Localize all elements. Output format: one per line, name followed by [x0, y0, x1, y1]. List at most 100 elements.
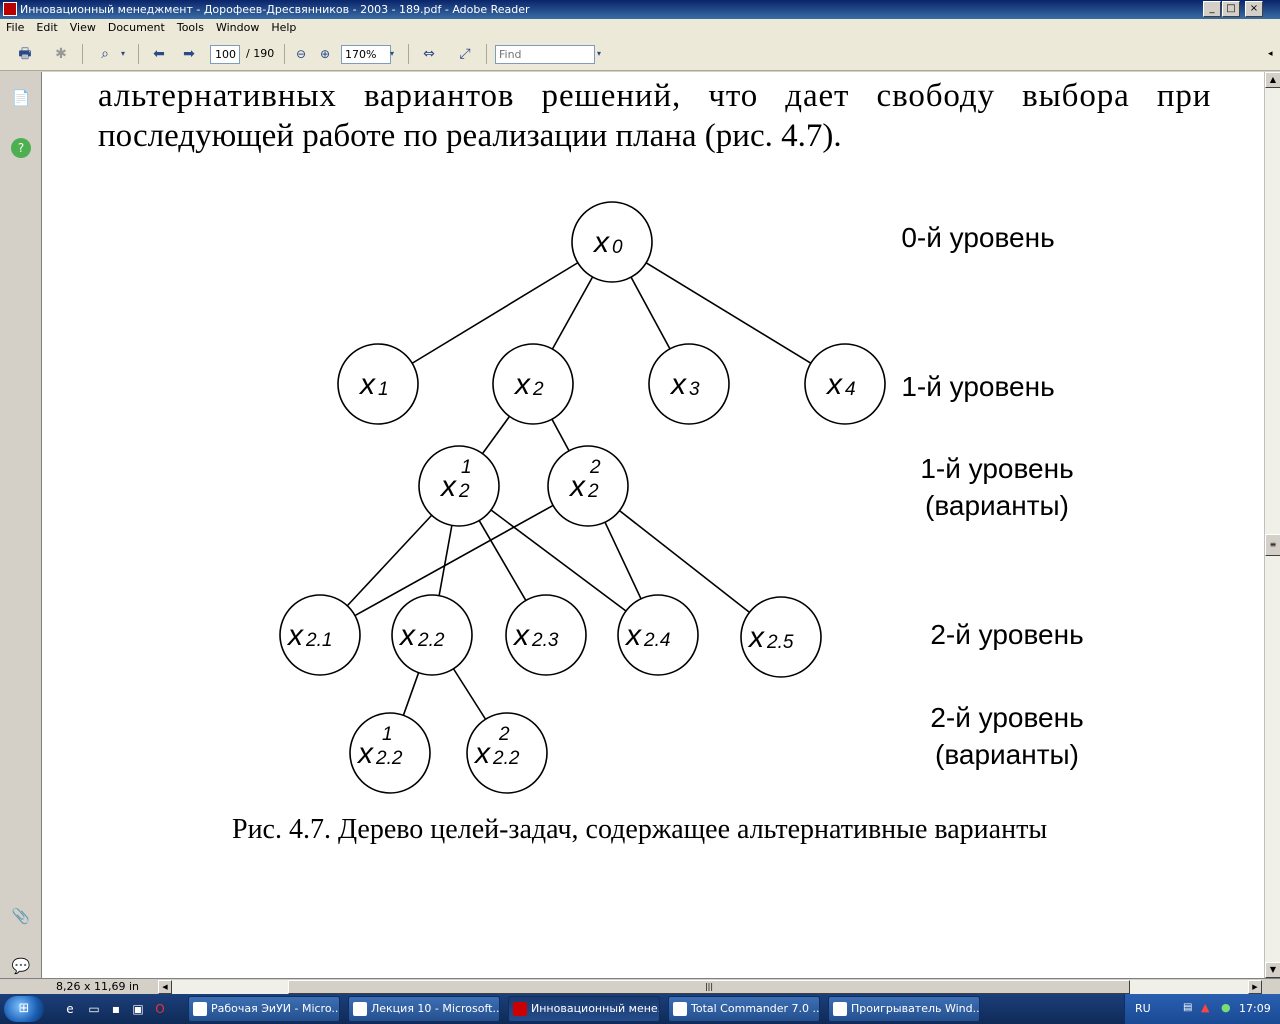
toolbar-separator	[284, 44, 285, 64]
node-subscript: 2	[458, 481, 470, 502]
node-subscript: 2.3	[531, 630, 559, 651]
node-subscript: 1	[378, 379, 389, 400]
level-label: 0-й уровень	[901, 222, 1055, 253]
horizontal-scrollbar[interactable]: ◀ ||| ▶	[158, 980, 1262, 994]
toolbar-separator	[82, 44, 83, 64]
comments-icon[interactable]: 💬	[11, 957, 31, 975]
save-icon[interactable]: ▪	[111, 1002, 121, 1016]
clock: 17:09	[1239, 1002, 1271, 1015]
node-subscript: 2.2	[375, 748, 403, 769]
next-page-icon[interactable]: ➡	[183, 46, 195, 62]
title-bar: Инновационный менеджмент - Дорофеев-Дрес…	[0, 0, 1280, 19]
level-label: 2-й уровень	[930, 619, 1084, 650]
tree-edge-x2v2-x21	[354, 504, 554, 617]
close-button[interactable]: ×	[1245, 1, 1263, 17]
opera-icon[interactable]: O	[155, 1002, 165, 1016]
toolbar-separator	[138, 44, 139, 64]
chevron-down-icon[interactable]: ▾	[389, 49, 394, 58]
settings-icon[interactable]: ✱	[55, 46, 67, 62]
show-desktop-icon[interactable]: ▭	[88, 1002, 100, 1016]
menu-edit[interactable]: Edit	[36, 21, 58, 34]
alert-icon[interactable]: ▲	[1201, 1001, 1210, 1014]
help-icon[interactable]: ?	[11, 138, 31, 158]
node-subscript: 0	[612, 237, 623, 258]
node-subscript: 2	[532, 379, 544, 400]
menu-help[interactable]: Help	[271, 21, 297, 34]
scroll-down-icon[interactable]: ▼	[1265, 962, 1280, 978]
node-circle	[648, 343, 730, 425]
node-subscript: 2.5	[766, 632, 794, 653]
taskbar-item[interactable]: Проигрыватель Wind...	[828, 996, 980, 1022]
menu-tools[interactable]: Tools	[176, 21, 204, 34]
paragraph-line: последующей работе по реализации плана (…	[98, 118, 842, 154]
page-number-input[interactable]: 100	[210, 45, 240, 64]
adobe-reader-app-icon	[3, 2, 17, 16]
scroll-up-icon[interactable]: ▲	[1265, 72, 1280, 88]
start-button[interactable]: ⊞	[4, 996, 44, 1022]
attachment-icon[interactable]: 📎	[11, 907, 31, 925]
system-tray: RU ▤ ▲ ● 17:09	[1124, 994, 1280, 1024]
fit-page-icon[interactable]: ⤢	[459, 46, 471, 62]
menu-view[interactable]: View	[69, 21, 96, 34]
node-superscript: 1	[382, 724, 393, 745]
find-input[interactable]	[495, 45, 595, 64]
chevron-down-icon[interactable]: ▾	[120, 49, 125, 58]
fit-width-icon[interactable]: ⇔	[423, 46, 435, 62]
print-icon[interactable]: 🖶	[18, 46, 32, 62]
zoom-out-icon[interactable]: ⊖	[295, 47, 307, 61]
antivirus-icon[interactable]: ●	[1221, 1001, 1231, 1014]
taskbar: ⊞ e ▭ ▪ ▣ O Рабочая ЭиУИ - Micro... Лекц…	[0, 994, 1280, 1024]
scroll-left-icon[interactable]: ◀	[158, 980, 172, 994]
menu-window[interactable]: Window	[215, 21, 260, 34]
vertical-scrollbar[interactable]: ▲ ≡ ▼	[1264, 72, 1280, 978]
taskbar-item[interactable]: Total Commander 7.0 ...	[668, 996, 820, 1022]
node-label: x	[825, 368, 843, 401]
node-subscript: 2.2	[417, 630, 445, 651]
node-circle	[505, 594, 587, 676]
taskbar-item[interactable]: Рабочая ЭиУИ - Micro...	[188, 996, 340, 1022]
menu-file[interactable]: File	[6, 21, 25, 34]
search-document-icon[interactable]: ⌕	[101, 46, 109, 62]
pdf-icon	[513, 1002, 527, 1016]
tree-edge-x2v1-x23	[478, 520, 527, 601]
network-icon[interactable]: ▤	[1183, 1002, 1193, 1013]
node-label: x	[512, 619, 530, 652]
taskbar-item[interactable]: Лекция 10 - Microsoft...	[348, 996, 500, 1022]
scroll-right-icon[interactable]: ▶	[1248, 980, 1262, 994]
level-label: 1-й уровень	[901, 371, 1055, 402]
internet-explorer-icon[interactable]: e	[66, 1002, 74, 1016]
zoom-in-icon[interactable]: ⊕	[319, 47, 331, 61]
maximize-button[interactable]: □	[1222, 1, 1240, 17]
tree-edge-x0-x3	[630, 276, 671, 350]
node-label: x	[592, 226, 610, 259]
zoom-level-select[interactable]: 170%	[341, 45, 391, 64]
minimize-button[interactable]: _	[1203, 1, 1221, 17]
node-label: x	[747, 621, 765, 654]
app-launcher-icon[interactable]: ▣	[132, 1002, 144, 1016]
pages-icon[interactable]: 📄	[11, 89, 31, 107]
vertical-scroll-thumb[interactable]: ≡	[1265, 534, 1280, 556]
tree-edge-x2v2-x25	[619, 510, 750, 613]
paragraph-line: альтернативных вариантов решений, что да…	[98, 78, 1212, 114]
horizontal-scroll-thumb[interactable]: |||	[288, 980, 1130, 994]
node-circle	[547, 445, 629, 527]
taskbar-item[interactable]: Инновационный мене...	[508, 996, 660, 1022]
node-label: x	[398, 619, 416, 652]
previous-page-icon[interactable]: ⬅	[153, 46, 165, 62]
tree-edge-x2-x2v1	[481, 415, 511, 455]
node-circle	[418, 445, 500, 527]
toolbar-overflow-icon[interactable]: ◂	[1268, 49, 1273, 59]
node-label: x	[286, 619, 304, 652]
language-indicator[interactable]: RU	[1135, 1002, 1151, 1015]
node-circle	[804, 343, 886, 425]
chevron-down-icon[interactable]: ▾	[596, 49, 601, 58]
navigation-panel: 📄 ? 📎 💬	[0, 72, 42, 978]
tree-edge-x22-x22v2	[452, 668, 487, 720]
menu-document[interactable]: Document	[107, 21, 165, 34]
page-size-label: 8,26 x 11,69 in	[56, 980, 140, 993]
tree-edge-x0-x1	[411, 262, 579, 364]
toolbar-separator	[486, 44, 487, 64]
